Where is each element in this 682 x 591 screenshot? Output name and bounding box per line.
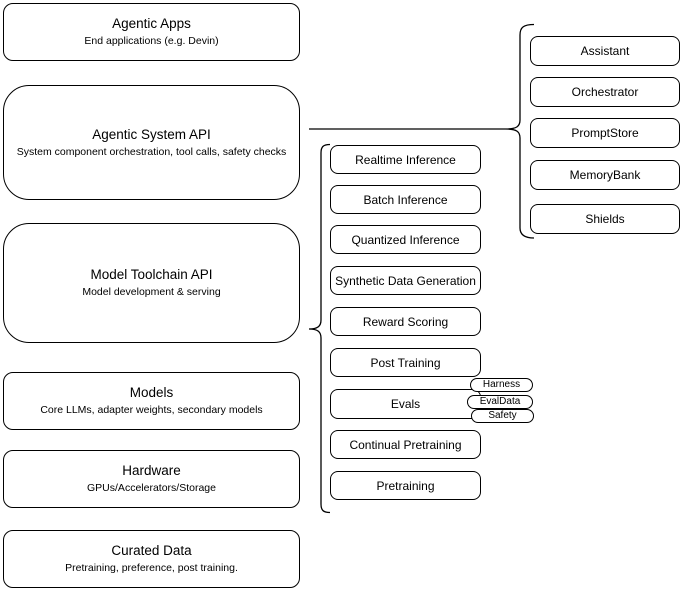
node-continual-pretraining: Continual Pretraining (330, 430, 481, 459)
brace-toolchain-icon (308, 143, 331, 514)
node-evals-label: Evals (390, 397, 421, 411)
node-model-toolchain-api-subtitle: Model development & serving (82, 286, 221, 298)
node-shields: Shields (530, 204, 680, 234)
node-synthetic-data-generation: Synthetic Data Generation (330, 266, 481, 295)
node-memorybank: MemoryBank (530, 160, 680, 190)
tag-harness: Harness (470, 378, 533, 392)
tag-harness-label: Harness (482, 379, 521, 390)
node-hardware: Hardware GPUs/Accelerators/Storage (3, 450, 300, 508)
node-shields-label: Shields (585, 212, 625, 226)
node-assistant-label: Assistant (580, 44, 630, 58)
node-quantized-inference-label: Quantized Inference (351, 232, 460, 247)
tag-safety: Safety (471, 409, 534, 423)
node-evals: Evals (330, 389, 481, 419)
node-promptstore-label: PromptStore (571, 126, 639, 140)
node-models-subtitle: Core LLMs, adapter weights, secondary mo… (40, 404, 263, 416)
node-curated-data-subtitle: Pretraining, preference, post training. (65, 562, 238, 574)
node-orchestrator-label: Orchestrator (571, 85, 639, 99)
tag-evaldata: EvalData (467, 395, 533, 409)
node-reward-scoring-label: Reward Scoring (362, 314, 449, 329)
node-pretraining-label: Pretraining (376, 478, 435, 493)
node-post-training-label: Post Training (370, 355, 441, 370)
node-curated-data: Curated Data Pretraining, preference, po… (3, 530, 300, 588)
node-hardware-subtitle: GPUs/Accelerators/Storage (87, 482, 216, 494)
node-realtime-inference: Realtime Inference (330, 145, 481, 174)
node-promptstore: PromptStore (530, 118, 680, 148)
node-agentic-system-api: Agentic System API System component orch… (3, 85, 300, 200)
node-synthetic-data-generation-label: Synthetic Data Generation (335, 273, 476, 288)
node-agentic-system-api-title: Agentic System API (92, 126, 211, 142)
tag-evaldata-label: EvalData (479, 396, 521, 407)
node-memorybank-label: MemoryBank (569, 168, 641, 182)
node-model-toolchain-api-title: Model Toolchain API (90, 267, 213, 282)
node-batch-inference: Batch Inference (330, 185, 481, 214)
node-models: Models Core LLMs, adapter weights, secon… (3, 372, 300, 430)
node-continual-pretraining-label: Continual Pretraining (349, 437, 462, 452)
node-model-toolchain-api: Model Toolchain API Model development & … (3, 223, 300, 343)
node-pretraining: Pretraining (330, 471, 481, 500)
node-post-training: Post Training (330, 348, 481, 377)
node-hardware-title: Hardware (122, 463, 181, 478)
node-reward-scoring: Reward Scoring (330, 307, 481, 336)
node-curated-data-title: Curated Data (111, 543, 192, 558)
node-agentic-apps-subtitle: End applications (e.g. Devin) (84, 35, 219, 47)
node-agentic-system-api-subtitle: System component orchestration, tool cal… (16, 145, 287, 158)
tag-safety-label: Safety (488, 410, 517, 421)
node-batch-inference-label: Batch Inference (363, 192, 448, 207)
node-quantized-inference: Quantized Inference (330, 225, 481, 254)
node-assistant: Assistant (530, 36, 680, 66)
node-orchestrator: Orchestrator (530, 77, 680, 107)
node-agentic-apps-title: Agentic Apps (112, 16, 191, 31)
brace-system-icon (505, 23, 535, 239)
node-models-title: Models (129, 385, 174, 400)
node-realtime-inference-label: Realtime Inference (355, 152, 456, 167)
node-agentic-apps: Agentic Apps End applications (e.g. Devi… (3, 3, 300, 61)
